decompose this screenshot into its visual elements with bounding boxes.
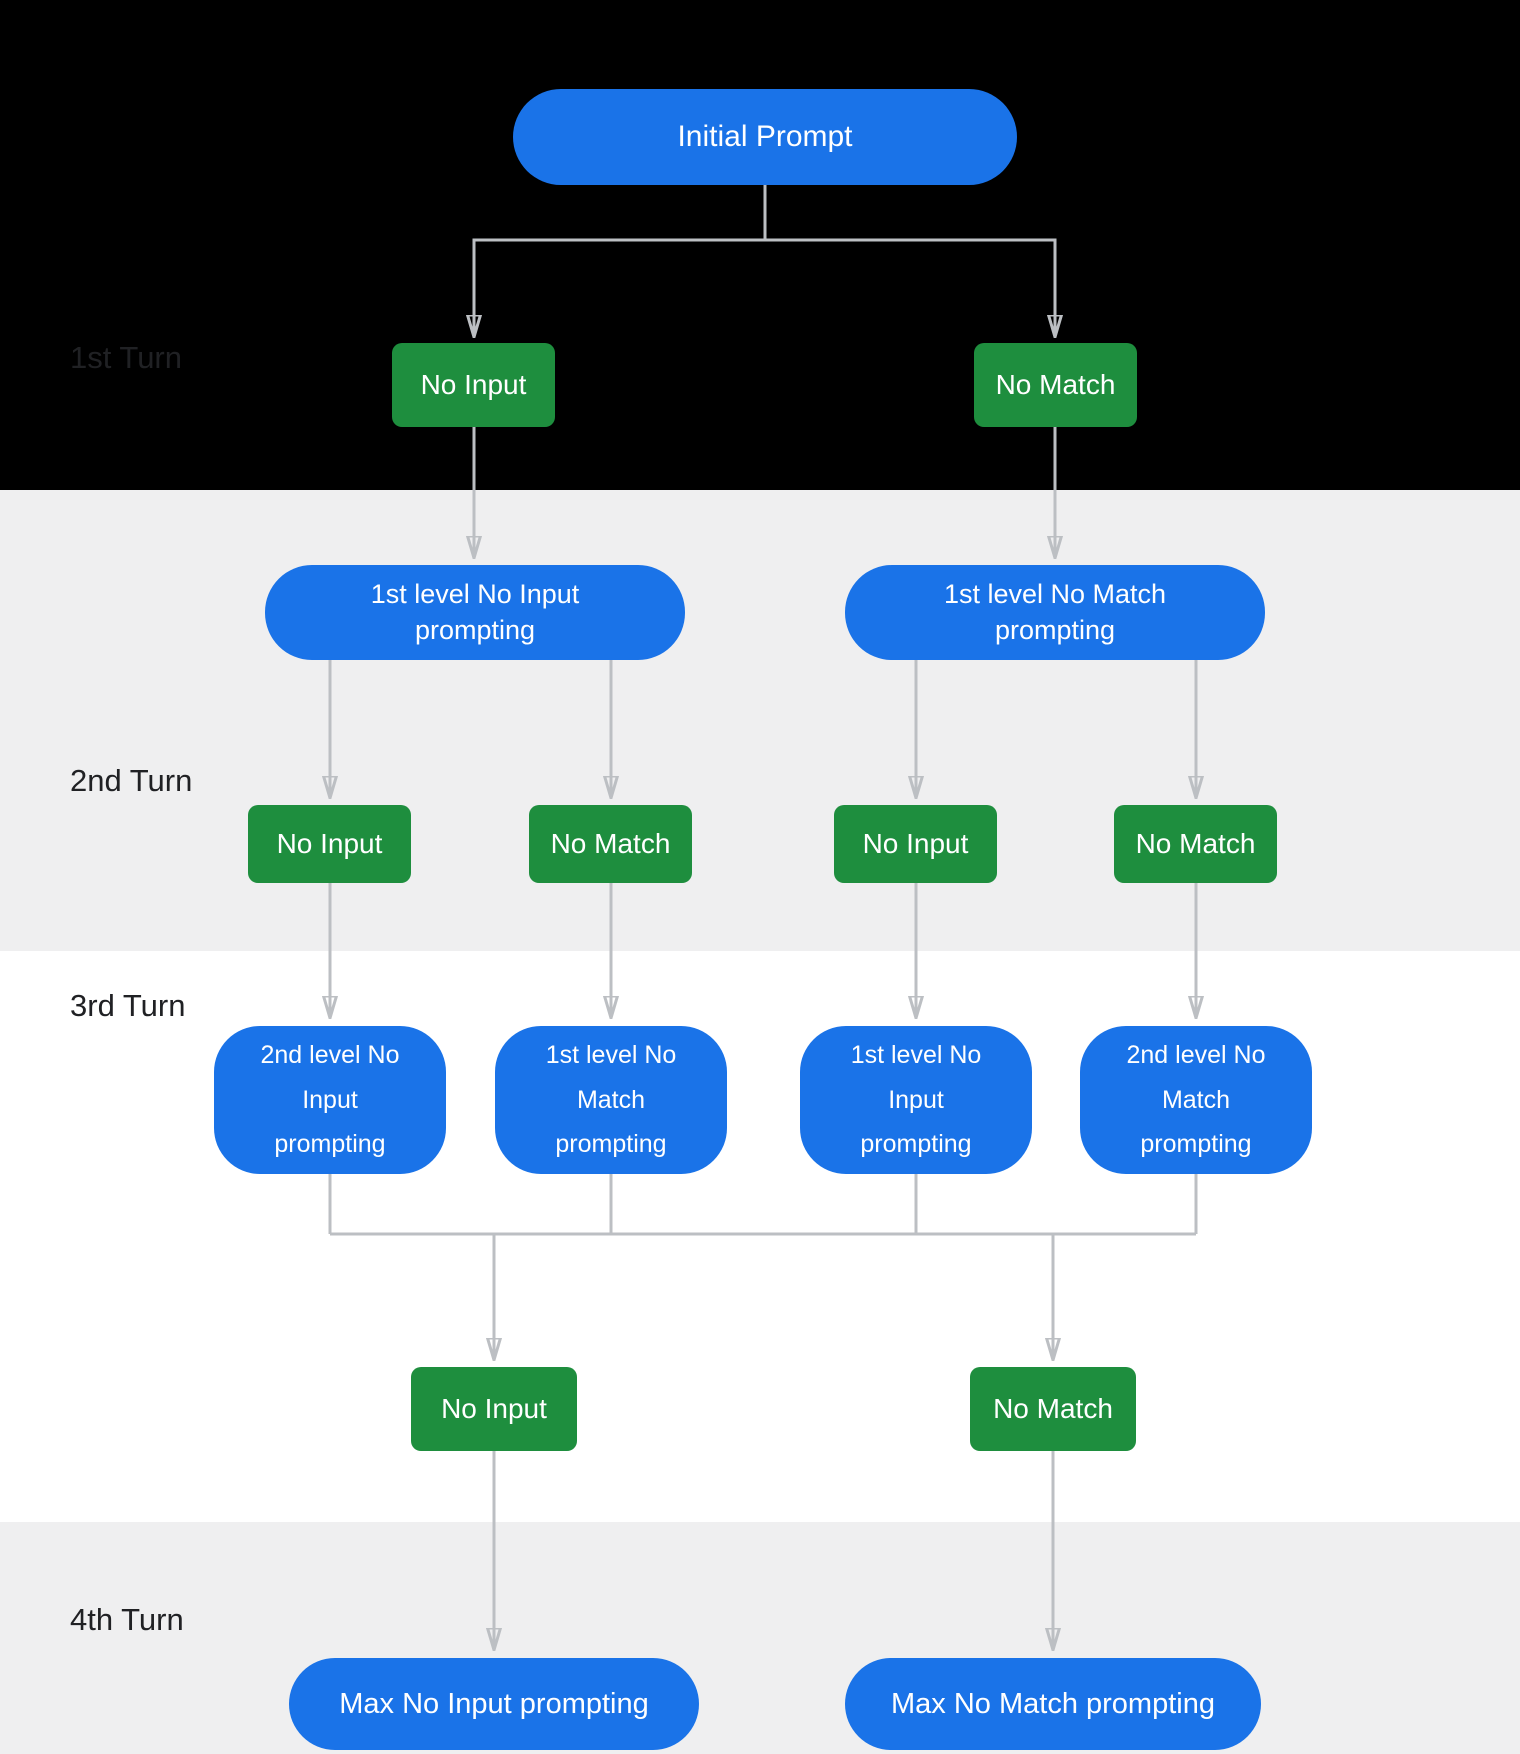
- turn3-no-match-event-node: No Match: [970, 1367, 1136, 1451]
- turn1-background-band: [0, 0, 1520, 490]
- turn2-event-node-1: No Input: [248, 805, 411, 883]
- turn2-event-node-2: No Match: [529, 805, 692, 883]
- level1-no-match-prompt-node: 1st level No Match prompting: [845, 565, 1265, 660]
- turn-label-1: 1st Turn: [70, 340, 182, 375]
- turn-label-3: 3rd Turn: [70, 988, 186, 1023]
- level1-no-input-prompt-node: 1st level No Input prompting: [265, 565, 685, 660]
- turn2-event-node-4: No Match: [1114, 805, 1277, 883]
- turn-label-2: 2nd Turn: [70, 763, 193, 798]
- turn3-no-input-event-node: No Input: [411, 1367, 577, 1451]
- max-no-match-prompt-node: Max No Match prompting: [845, 1658, 1261, 1750]
- level2-prompt-node-4: 2nd level No Match prompting: [1080, 1026, 1312, 1174]
- max-no-input-prompt-node: Max No Input prompting: [289, 1658, 699, 1750]
- initial-prompt-node: Initial Prompt: [513, 89, 1017, 185]
- level2-prompt-node-3: 1st level No Input prompting: [800, 1026, 1032, 1174]
- turn1-no-match-event-node: No Match: [974, 343, 1137, 427]
- turn2-background-band: [0, 490, 1520, 951]
- turn4-background-band: [0, 1522, 1520, 1754]
- turn-label-4: 4th Turn: [70, 1602, 184, 1637]
- level2-prompt-node-1: 2nd level No Input prompting: [214, 1026, 446, 1174]
- turn2-event-node-3: No Input: [834, 805, 997, 883]
- level2-prompt-node-2: 1st level No Match prompting: [495, 1026, 727, 1174]
- turn1-no-input-event-node: No Input: [392, 343, 555, 427]
